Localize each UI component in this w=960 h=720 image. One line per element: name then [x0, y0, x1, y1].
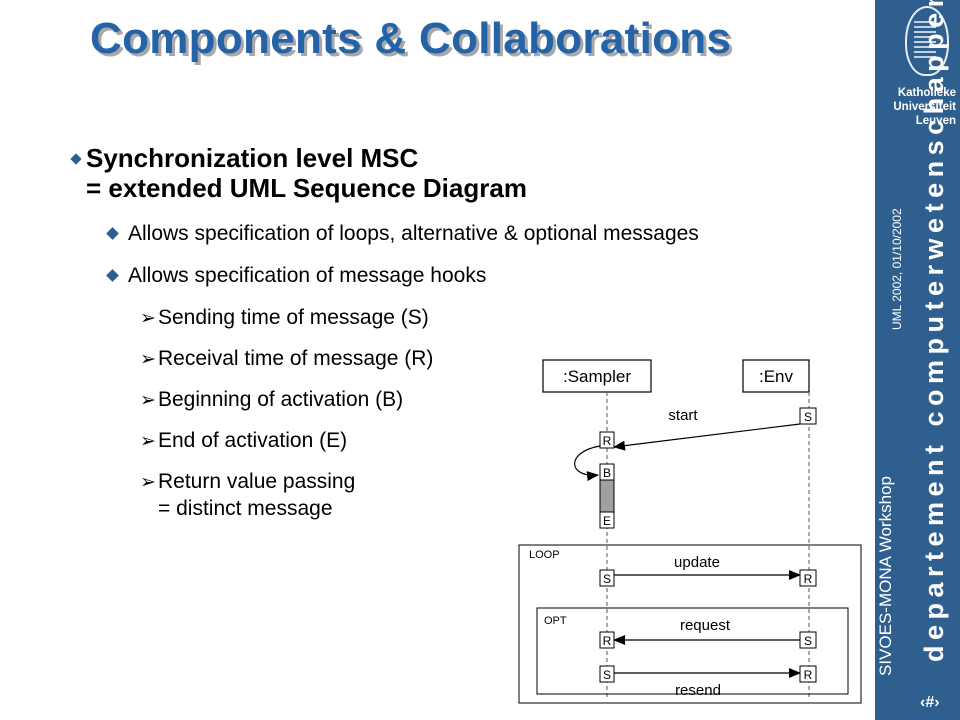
message-label-resend: resend [675, 682, 721, 699]
hook-label-request-s: S [804, 634, 812, 648]
university-name: Katholieke Universiteit Leuven [888, 86, 956, 128]
hook-box-e [599, 511, 615, 529]
hook-box-resend-r [799, 665, 817, 683]
sidebar [875, 0, 960, 720]
lifeline-head-env [742, 359, 810, 393]
hook-return-continuation: = distinct message [158, 497, 333, 520]
sub-bullet-hooks: Allows specification of message hooks [128, 264, 487, 287]
lifeline-head-sampler [542, 359, 652, 393]
hook-label-start-s: S [804, 410, 812, 424]
main-bullet-line-1: Synchronization level MSC [86, 143, 419, 173]
hook-box-update-r [799, 569, 817, 587]
hook-sending: Sending time of message (S) [158, 306, 429, 329]
loop-fragment [518, 544, 862, 704]
hook-label-resend-s: S [603, 668, 611, 682]
message-label-request: request [680, 617, 731, 634]
arrow-bullet-icon: ➢ [140, 349, 156, 370]
university-line-3: Leuven [915, 115, 956, 127]
arrow-bullet-icon: ➢ [140, 431, 156, 452]
hook-box-update-s [599, 569, 615, 587]
arrow-bullet-icon: ➢ [140, 308, 156, 329]
message-label-start: start [668, 407, 698, 424]
university-line-1: Katholieke [897, 87, 956, 99]
arrow-bullet-icon: ➢ [140, 390, 156, 411]
opt-fragment [536, 607, 849, 695]
main-bullet-line-2: = extended UML Sequence Diagram [86, 173, 527, 203]
hook-box-request-r [599, 631, 615, 649]
message-start [613, 423, 801, 451]
hook-label-update-r: R [804, 572, 813, 586]
loop-fragment-label: LOOP [529, 549, 560, 561]
hook-label-start-r: R [603, 434, 612, 448]
university-line-2: Universiteit [893, 101, 956, 113]
message-label-update: update [674, 554, 720, 571]
hook-label-resend-r: R [804, 668, 813, 682]
hook-label-e: E [603, 514, 611, 528]
sub-bullet-loops: Allows specification of loops, alternati… [128, 222, 699, 245]
seal-detail-icon [914, 20, 936, 58]
university-seal-icon [905, 6, 949, 76]
hook-return: Return value passing [158, 470, 356, 493]
arrow-bullet-icon: ➢ [140, 472, 156, 493]
hook-box-resend-s [599, 665, 615, 683]
hook-label-update-s: S [603, 572, 611, 586]
hook-beginning: Beginning of activation (B) [158, 388, 404, 411]
lifeline-label-env: :Env [759, 367, 794, 386]
hook-box-b [599, 463, 615, 481]
slide-title: Components & Collaborations [90, 14, 732, 63]
lifeline-label-sampler: :Sampler [563, 367, 631, 386]
hook-receival: Receival time of message (R) [158, 347, 434, 370]
hook-label-request-r: R [603, 634, 612, 648]
main-bullet: Synchronization level MSC = extended UML… [86, 143, 527, 203]
hook-label-b: B [603, 466, 611, 480]
hook-box-start-r [599, 431, 615, 449]
activation-bar [599, 479, 615, 513]
hook-link-arrow [574, 445, 601, 482]
hook-box-start-s [799, 407, 817, 425]
opt-fragment-label: OPT [544, 615, 567, 627]
page-number: ‹#› [920, 694, 940, 711]
hook-end: End of activation (E) [158, 429, 348, 452]
